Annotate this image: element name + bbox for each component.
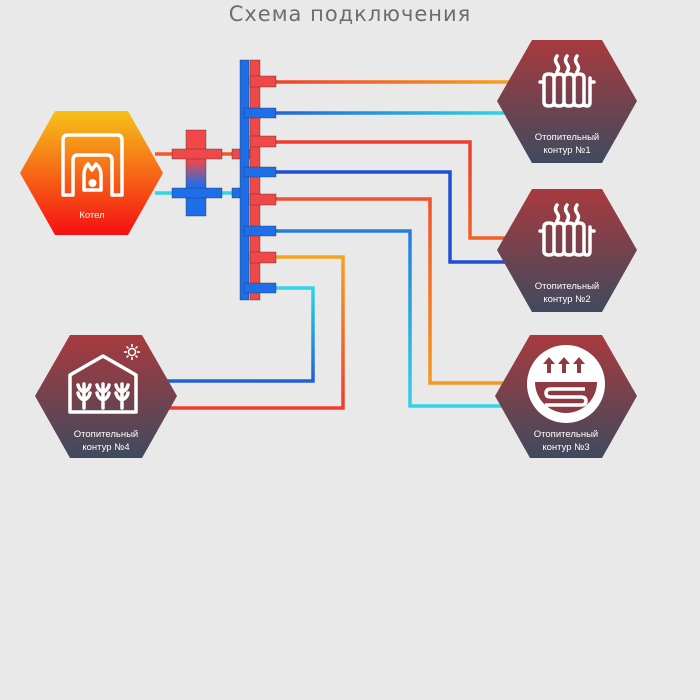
manifold — [239, 59, 277, 301]
supply-pipe-circuit-3 — [260, 197, 505, 385]
circuit-4-label-line2: контур №4 — [82, 442, 129, 453]
circuit-1-label-line1: Отопительный — [535, 132, 599, 143]
heating-circuit-3[interactable]: Отопительный контур №3 — [495, 335, 637, 458]
circuit-3-label-line2: контур №3 — [542, 442, 589, 453]
return-pipe-circuit-4 — [165, 286, 315, 383]
supply-pipe-circuit-4 — [165, 255, 345, 410]
boiler-node[interactable]: Котел — [20, 111, 163, 235]
radiator-icon — [538, 203, 596, 257]
circuit-1-label-line2: контур №1 — [543, 145, 590, 156]
circuit-2-label-line2: контур №2 — [543, 294, 590, 305]
radiator-icon — [538, 54, 596, 108]
circuit-4-label-line1: Отопительный — [74, 429, 138, 440]
heating-circuit-2[interactable]: Отопительный контур №2 — [497, 189, 637, 312]
boiler-label: Котел — [79, 210, 104, 221]
circuit-2-label-line1: Отопительный — [535, 281, 599, 292]
sun-icon — [124, 344, 140, 360]
floor-heating-icon — [527, 345, 605, 423]
boiler-flame-icon — [61, 133, 124, 197]
return-pipe-circuit-3 — [260, 229, 505, 408]
heating-circuit-4[interactable]: Отопительный контур №4 — [35, 335, 177, 458]
page-title: Схема подключения — [228, 2, 472, 26]
greenhouse-icon — [68, 344, 140, 414]
supply-pipe-circuit-2 — [260, 140, 510, 240]
return-pipe-circuit-2 — [260, 170, 510, 264]
heating-circuit-1[interactable]: Отопительный контур №1 — [497, 40, 637, 163]
circuit-3-label-line1: Отопительный — [534, 429, 598, 440]
